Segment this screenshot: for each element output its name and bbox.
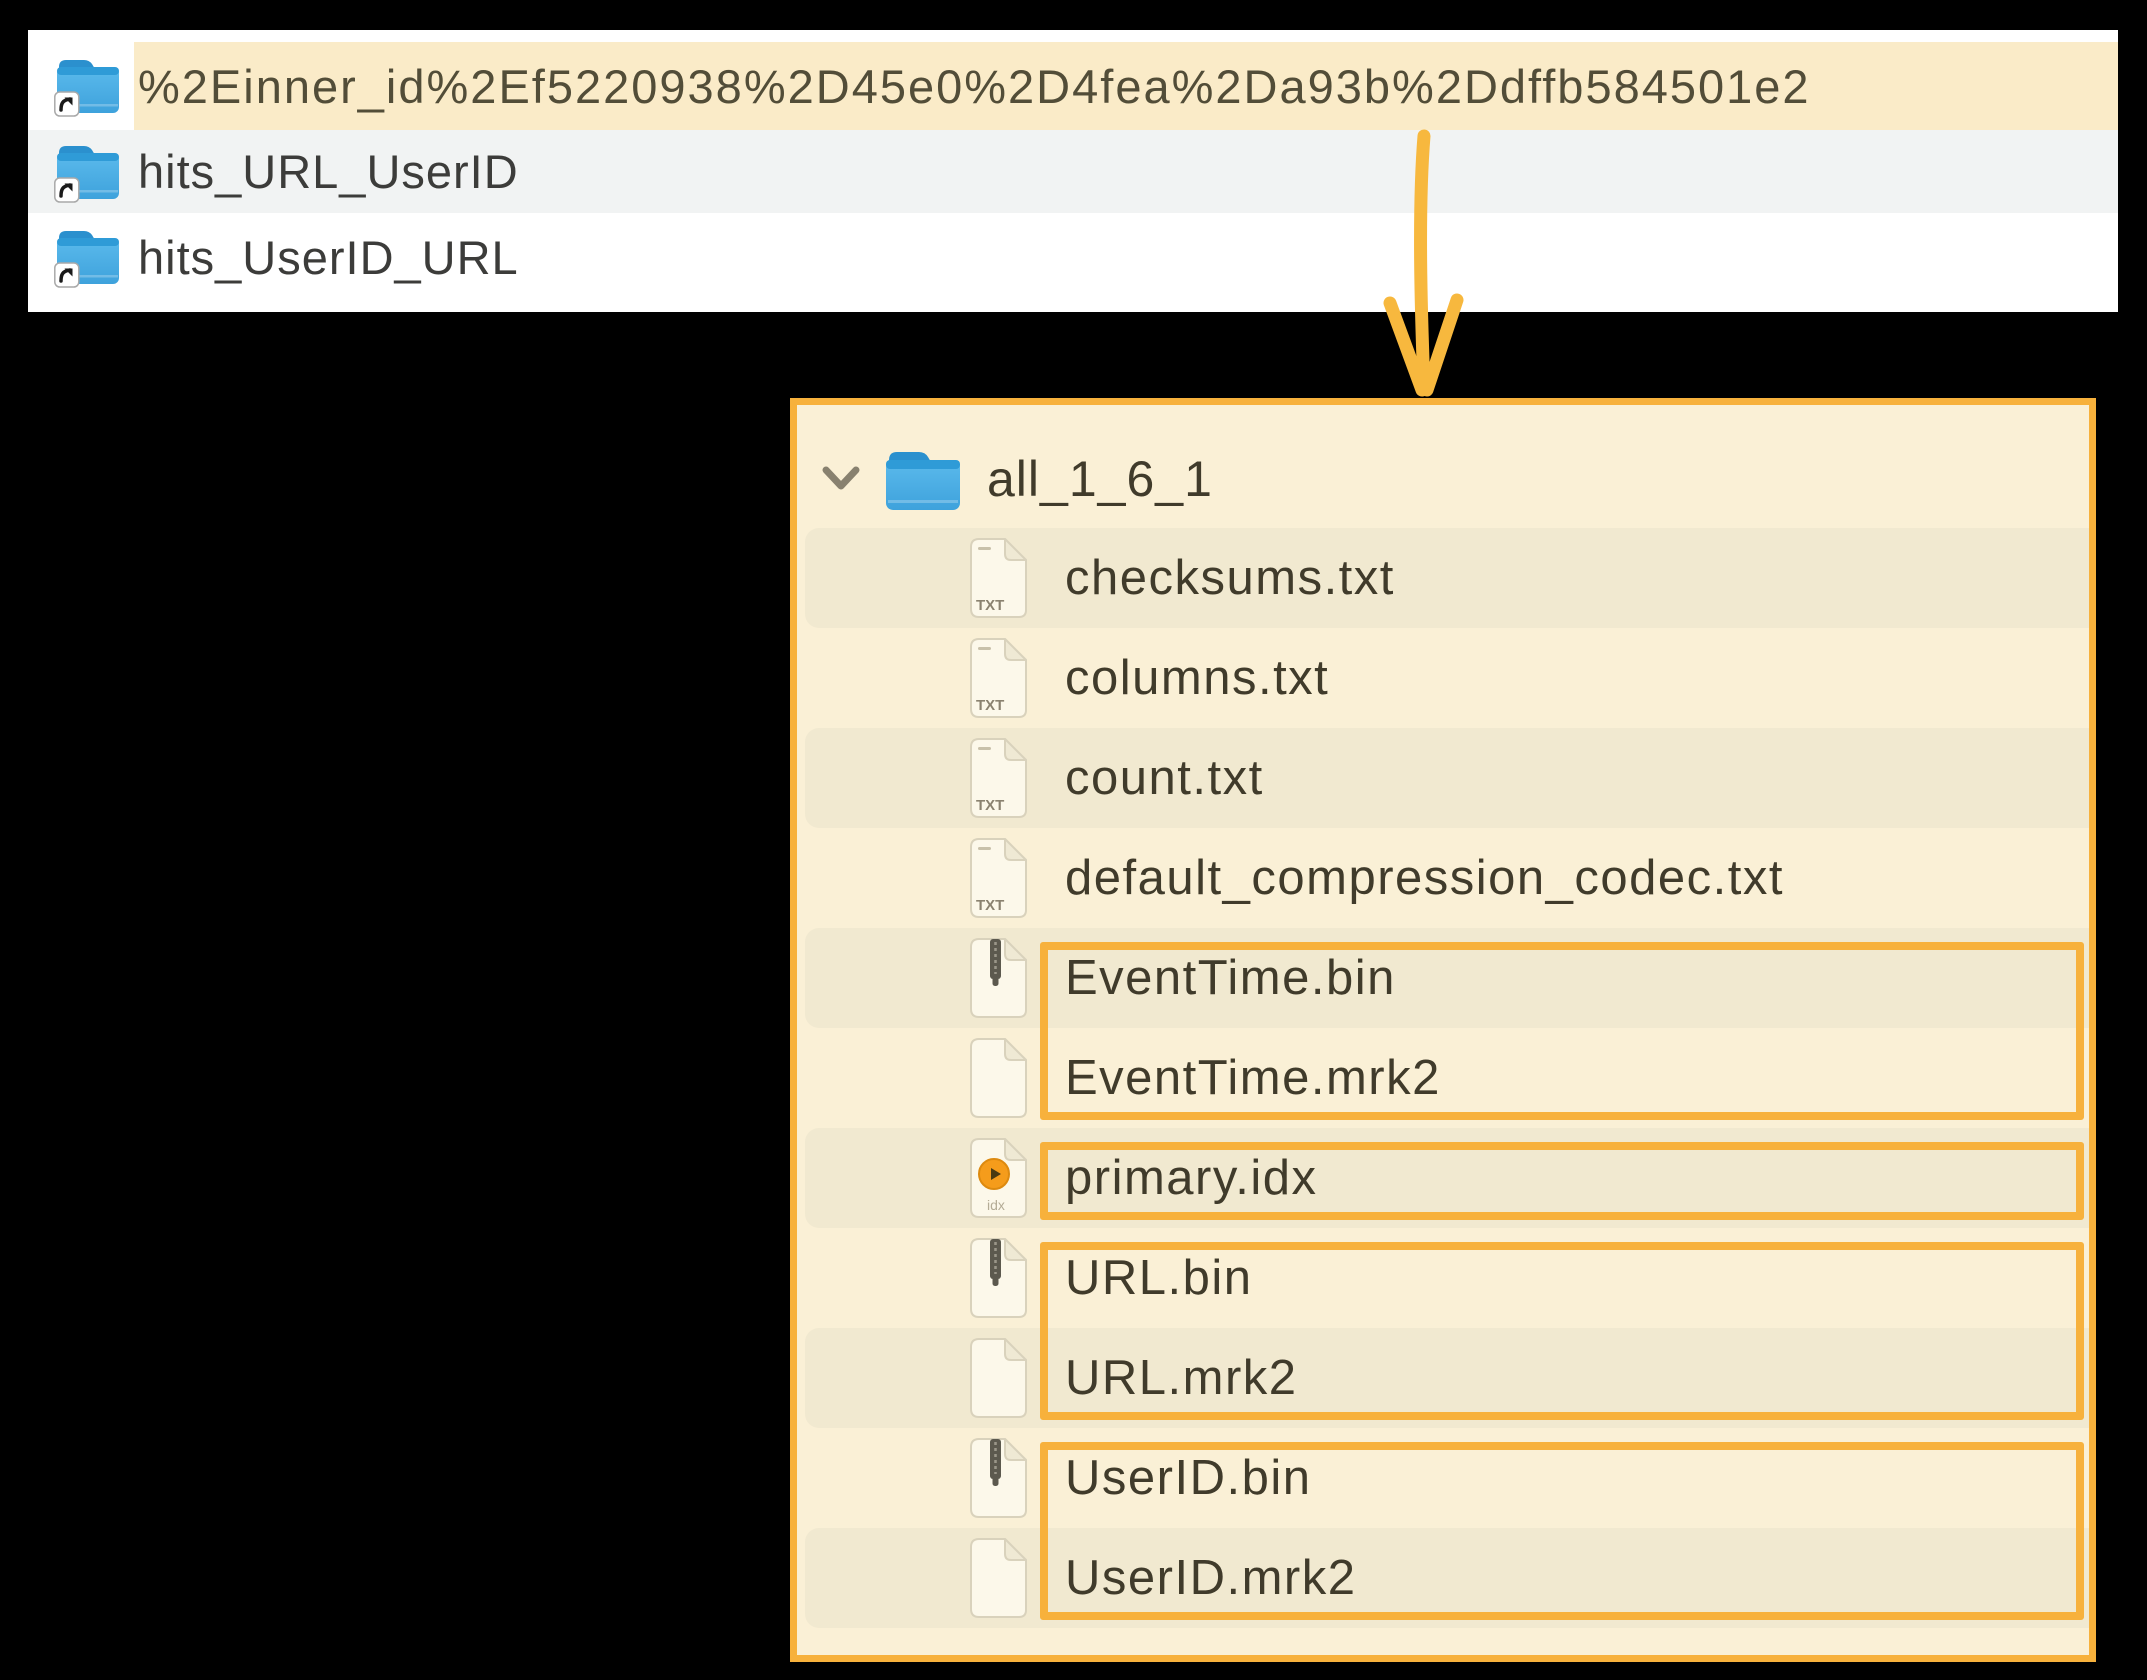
txt-file-icon: TXT [965,636,1031,720]
svg-text:TXT: TXT [976,897,1004,914]
file-row[interactable]: TXT count.txt [805,728,2089,828]
bin-file-icon [965,1436,1031,1520]
file-name: URL.mrk2 [1065,1351,1298,1405]
folder-name: hits_URL_UserID [138,145,519,198]
file-name: count.txt [1065,751,1264,805]
svg-text:TXT: TXT [976,797,1004,814]
mrk-file-icon [965,1336,1031,1420]
file-name: URL.bin [1065,1251,1253,1305]
file-row[interactable]: UserID.bin [805,1428,2089,1528]
file-name: columns.txt [1065,651,1330,705]
file-name: primary.idx [1065,1151,1318,1205]
svg-text:TXT: TXT [976,597,1004,614]
folder-name: all_1_6_1 [987,451,1213,507]
file-name: EventTime.bin [1065,951,1396,1005]
file-row[interactable]: TXT columns.txt [805,628,2089,728]
folder-alias-icon [54,226,122,288]
file-row[interactable]: URL.bin [805,1228,2089,1328]
file-name: default_compression_codec.txt [1065,851,1784,905]
svg-text:idx: idx [987,1197,1005,1213]
file-name: UserID.mrk2 [1065,1551,1357,1605]
bin-file-icon [965,936,1031,1020]
file-name: checksums.txt [1065,551,1395,605]
chevron-down-icon[interactable] [819,464,863,494]
folder-row[interactable]: all_1_6_1 [797,430,2089,528]
file-row[interactable]: EventTime.mrk2 [805,1028,2089,1128]
idx-file-icon: idx [965,1136,1031,1220]
file-name: UserID.bin [1065,1451,1312,1505]
file-row[interactable]: URL.mrk2 [805,1328,2089,1428]
file-row[interactable]: UserID.mrk2 [805,1528,2089,1628]
finder-row[interactable]: hits_URL_UserID [28,130,2118,213]
row-highlight [134,42,2118,130]
folder-icon [886,452,960,510]
txt-file-icon: TXT [965,536,1031,620]
txt-file-icon: TXT [965,836,1031,920]
folder-alias-icon [54,55,122,117]
finder-row[interactable]: %2Einner_id%2Ef5220938%2D45e0%2D4fea%2Da… [28,42,2118,130]
file-row[interactable]: idx primary.idx [805,1128,2089,1228]
file-row[interactable]: TXT checksums.txt [805,528,2089,628]
file-row[interactable]: TXT default_compression_codec.txt [805,828,2089,928]
finder-list-panel: %2Einner_id%2Ef5220938%2D45e0%2D4fea%2Da… [28,30,2118,312]
folder-name: hits_UserID_URL [138,230,519,284]
mrk-file-icon [965,1036,1031,1120]
folder-name: %2Einner_id%2Ef5220938%2D45e0%2D4fea%2Da… [138,59,1811,113]
svg-text:TXT: TXT [976,697,1004,714]
folder-alias-icon [54,141,122,203]
txt-file-icon: TXT [965,736,1031,820]
finder-row[interactable]: hits_UserID_URL [28,213,2118,301]
mrk-file-icon [965,1536,1031,1620]
file-row[interactable]: EventTime.bin [805,928,2089,1028]
file-name: EventTime.mrk2 [1065,1051,1441,1105]
bin-file-icon [965,1236,1031,1320]
